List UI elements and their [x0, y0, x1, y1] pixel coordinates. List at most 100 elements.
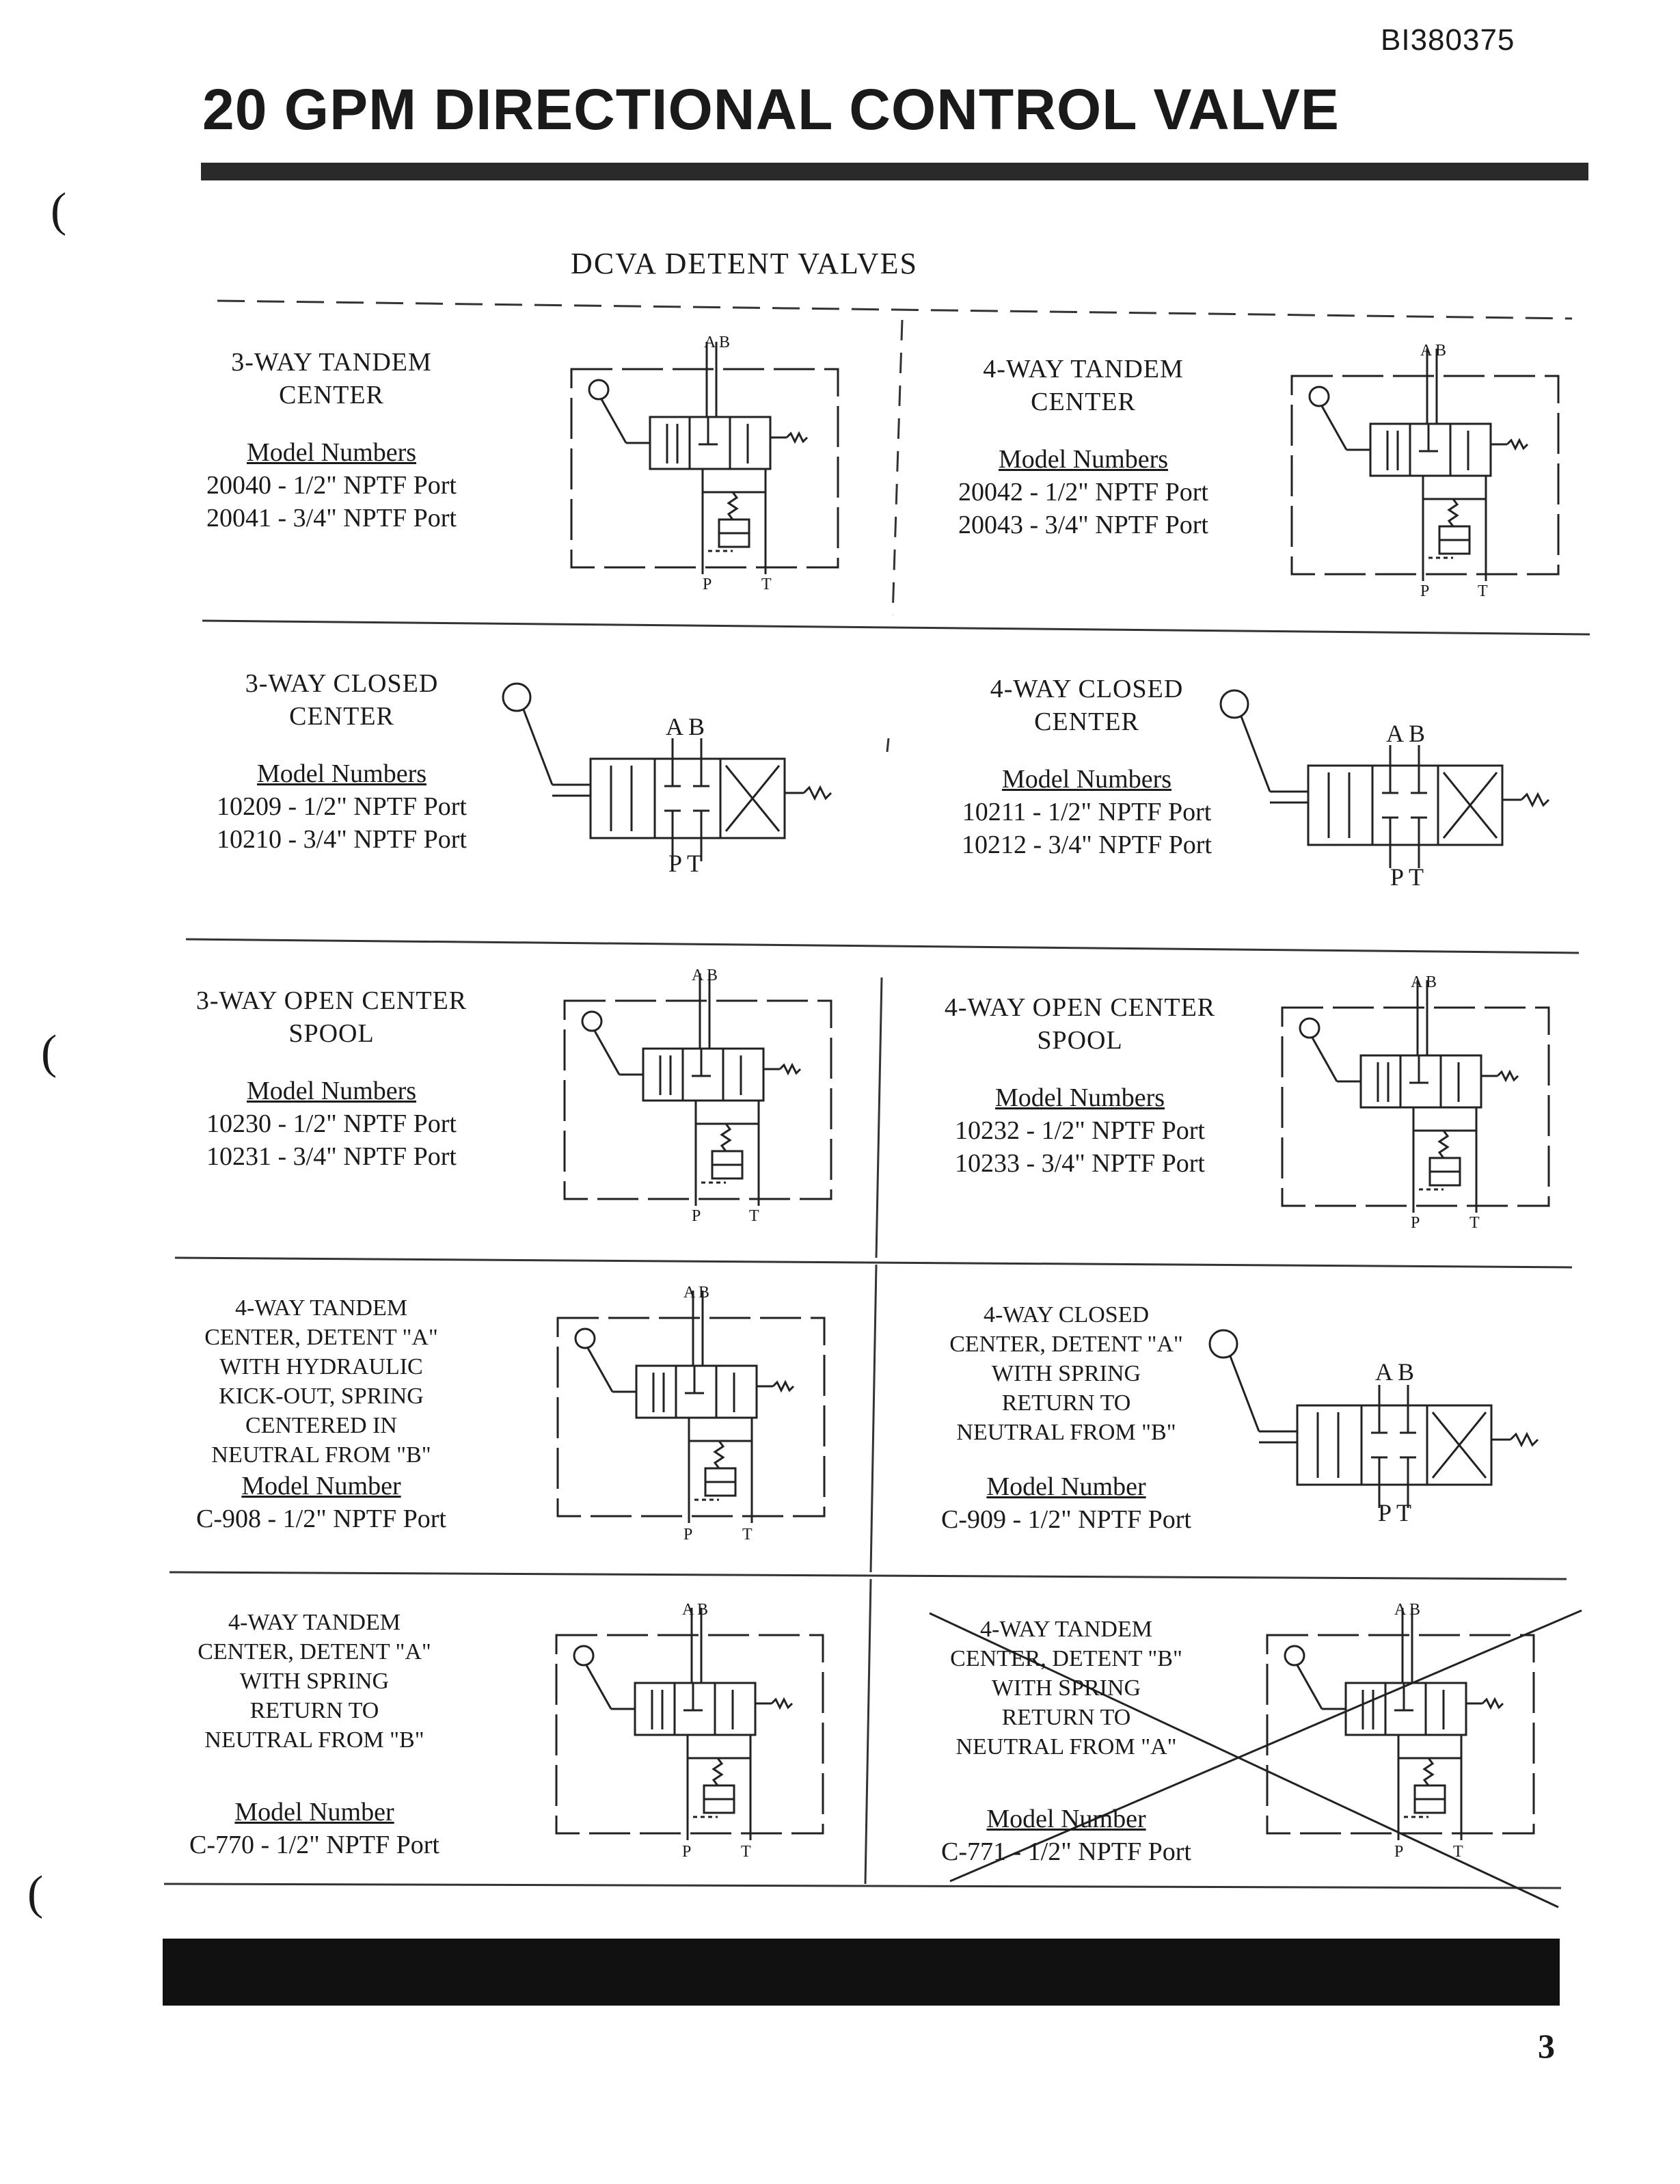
model-port-line: 10232 - 1/2" NPTF Port [955, 1116, 1205, 1145]
model-port-line: 10233 - 3/4" NPTF Port [955, 1149, 1205, 1178]
port-label-ab: A B [1375, 1358, 1415, 1386]
model-number-label: Model Number [986, 1472, 1146, 1501]
valve-name-line: NEUTRAL FROM "B" [956, 1420, 1176, 1445]
valve-name-line: 3-WAY OPEN CENTER [195, 986, 468, 1015]
model-port-line: 10230 - 1/2" NPTF Port [206, 1109, 457, 1138]
binder-mark: ( [51, 184, 67, 237]
port-label-ab: A B [692, 967, 718, 984]
model-port-line: 20042 - 1/2" NPTF Port [958, 478, 1208, 507]
port-label-p: P [1420, 582, 1430, 600]
valve-entry-C-770: 4-WAY TANDEM CENTER, DETENT "A" WITH SPR… [157, 1608, 472, 1861]
valve-name-line: CENTER [279, 381, 384, 409]
model-port-line: 10231 - 3/4" NPTF Port [206, 1142, 457, 1171]
valve-name-line: CENTERED IN [245, 1413, 397, 1438]
valve-name-line: RETURN TO [1001, 1390, 1131, 1416]
valve-name-line: 4-WAY CLOSED [983, 1302, 1150, 1327]
port-label-t: T [741, 1843, 751, 1861]
port-label-pt: P T [1390, 863, 1424, 891]
model-port-line: 10211 - 1/2" NPTF Port [962, 798, 1212, 826]
valve-entry-C-908: 4-WAY TANDEM CENTER, DETENT "A" WITH HYD… [164, 1293, 478, 1535]
port-label-p: P [692, 1207, 701, 1225]
model-number-label: Model Number [241, 1472, 401, 1500]
title-rule [201, 163, 1588, 180]
valve-name-line: CENTER [1034, 707, 1139, 736]
model-port-line: C-908 - 1/2" NPTF Port [196, 1505, 446, 1533]
valve-name-line: 4-WAY TANDEM [980, 1617, 1152, 1642]
valve-symbol-10232 [1281, 979, 1550, 1214]
model-port-line: C-770 - 1/2" NPTF Port [189, 1831, 439, 1859]
valve-name-line: WITH SPRING [991, 1361, 1141, 1386]
port-label-p: P [1394, 1843, 1404, 1861]
port-label-p: P [703, 576, 712, 593]
page-number: 3 [1538, 2027, 1555, 2065]
valve-name-line: CENTER, DETENT "A" [198, 1639, 431, 1664]
valve-symbol-C-770 [555, 1606, 824, 1842]
model-port-line: 20040 - 1/2" NPTF Port [206, 471, 457, 500]
port-label-ab: A B [683, 1284, 710, 1302]
footer-bar [163, 1939, 1560, 2006]
model-numbers-label: Model Numbers [994, 1083, 1165, 1112]
valve-name-line: SPOOL [288, 1019, 375, 1048]
valve-entry-C-909: 4-WAY CLOSED CENTER, DETENT "A" WITH SPR… [909, 1300, 1223, 1536]
valve-name-line: 4-WAY TANDEM [235, 1295, 407, 1321]
binder-mark: ( [27, 1867, 44, 1919]
port-label-ab: A B [666, 713, 705, 740]
document-number: BI380375 [1381, 23, 1515, 57]
port-label-t: T [1478, 582, 1488, 600]
valve-entry-10232: 4-WAY OPEN CENTER SPOOL Model Numbers 10… [916, 991, 1244, 1180]
model-number-label: Model Number [234, 1798, 394, 1826]
valve-name-line: NEUTRAL FROM "B" [204, 1727, 424, 1753]
valve-entry-20040: 3-WAY TANDEM CENTER Model Numbers 20040 … [185, 346, 478, 535]
model-numbers-label: Model Numbers [246, 438, 417, 467]
port-label-ab: A B [1420, 342, 1447, 360]
port-label-ab: A B [682, 1601, 709, 1619]
port-label-t: T [749, 1207, 759, 1225]
model-numbers-label: Model Numbers [998, 445, 1169, 474]
valve-entry-10211: 4-WAY CLOSED CENTER Model Numbers 10211 … [930, 673, 1244, 861]
valve-name-line: KICK-OUT, SPRING [219, 1384, 424, 1409]
valve-symbol-10211 [1219, 689, 1550, 869]
valve-name-line: CENTER, DETENT "A" [949, 1332, 1183, 1357]
port-label-t: T [1469, 1214, 1480, 1232]
model-port-line: 10209 - 1/2" NPTF Port [217, 792, 467, 821]
valve-name-line: 4-WAY TANDEM [983, 355, 1184, 383]
valve-symbol-20040 [570, 340, 839, 576]
port-label-p: P [682, 1843, 692, 1861]
valve-name-line: CENTER, DETENT "B" [950, 1646, 1182, 1671]
valve-name-line: CENTER [289, 702, 394, 731]
model-port-line: 10212 - 3/4" NPTF Port [962, 831, 1212, 859]
page-title: 20 GPM DIRECTIONAL CONTROL VALVE [202, 77, 1340, 141]
port-label-t: T [1453, 1843, 1463, 1861]
model-numbers-label: Model Numbers [246, 1077, 417, 1105]
valve-name-line: CENTER [1031, 388, 1136, 416]
port-label-pt: P T [668, 850, 703, 877]
valve-entry-C-771: 4-WAY TANDEM CENTER, DETENT "B" WITH SPR… [909, 1615, 1223, 1868]
valve-name-line: 4-WAY TANDEM [228, 1610, 401, 1635]
valve-symbol-10230 [563, 972, 832, 1207]
model-port-line: 20043 - 3/4" NPTF Port [958, 511, 1208, 539]
port-label-t: T [761, 576, 772, 593]
valve-entry-10230: 3-WAY OPEN CENTER SPOOL Model Numbers 10… [171, 984, 492, 1173]
valve-symbol-C-908 [556, 1289, 826, 1524]
valve-name-line: SPOOL [1037, 1026, 1123, 1055]
valve-name-line: WITH SPRING [239, 1669, 390, 1694]
model-port-line: 20041 - 3/4" NPTF Port [206, 504, 457, 532]
valve-symbol-C-771 [1266, 1606, 1535, 1842]
valve-name-line: RETURN TO [1001, 1705, 1131, 1730]
port-label-ab: A B [704, 334, 731, 351]
valve-name-line: CENTER, DETENT "A" [204, 1325, 438, 1350]
binder-mark: ( [41, 1026, 57, 1079]
valve-entry-20042: 4-WAY TANDEM CENTER Model Numbers 20042 … [936, 353, 1230, 541]
valve-name-line: 4-WAY CLOSED [990, 675, 1184, 703]
valve-name-line: NEUTRAL FROM "B" [211, 1442, 431, 1468]
model-number-label: Model Number [986, 1805, 1146, 1833]
model-port-line: 10210 - 3/4" NPTF Port [217, 825, 467, 854]
model-numbers-label: Model Numbers [1001, 765, 1172, 794]
valve-symbol-C-909 [1208, 1329, 1539, 1509]
port-label-p: P [1411, 1214, 1420, 1232]
port-label-ab: A B [1394, 1601, 1421, 1619]
section-title: DCVA DETENT VALVES [571, 247, 918, 280]
valve-name-line: WITH HYDRAULIC [219, 1354, 423, 1379]
port-label-pt: P T [1378, 1499, 1412, 1526]
